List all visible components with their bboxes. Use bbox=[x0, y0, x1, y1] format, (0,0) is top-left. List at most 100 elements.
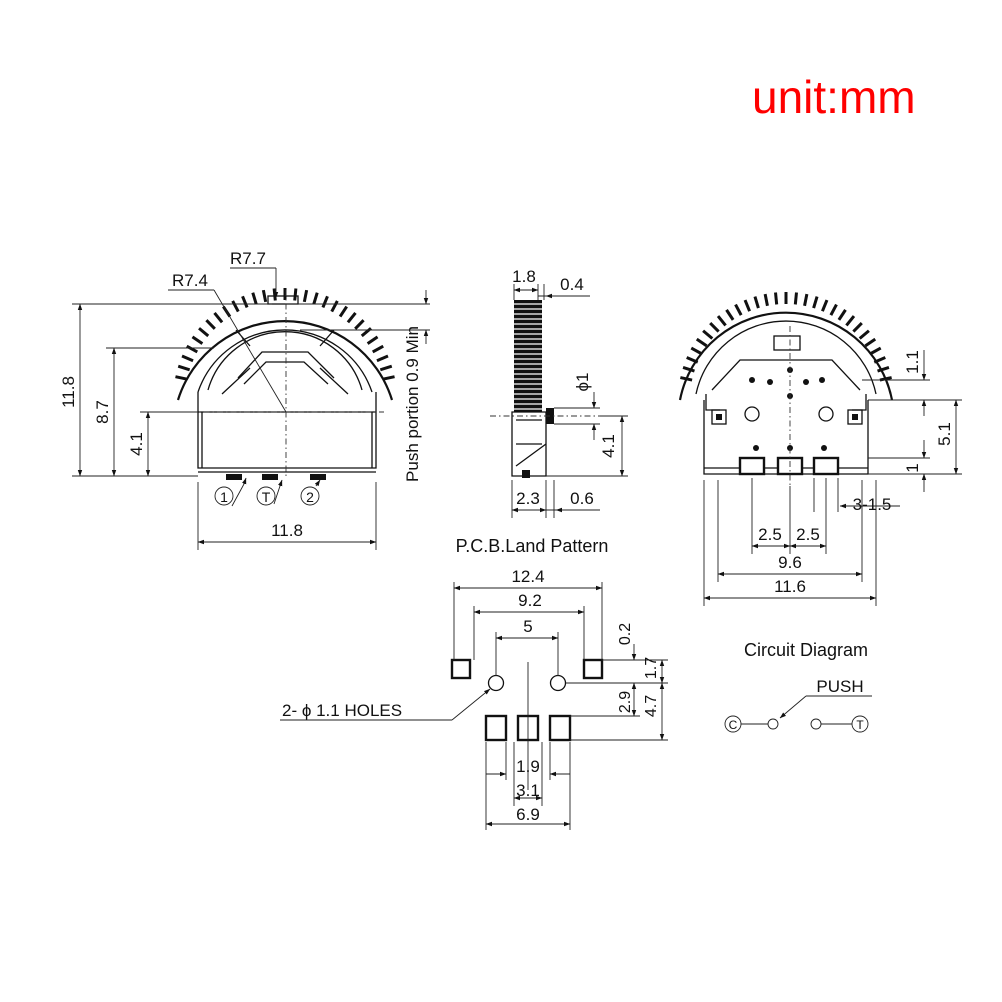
knob-tooth bbox=[382, 375, 395, 381]
circuit-title: Circuit Diagram bbox=[744, 640, 868, 660]
knob-tooth bbox=[186, 344, 199, 354]
knob-tooth bbox=[709, 322, 720, 333]
side-bottom-offset-label: 0.6 bbox=[570, 489, 594, 508]
knob-tooth bbox=[321, 295, 329, 309]
knob-tooth bbox=[821, 299, 829, 312]
knob-tooth bbox=[272, 288, 277, 301]
front-view: R7.7 R7.4 11.8 8.7 4.1 Push portion 0.9 … bbox=[59, 249, 430, 550]
knob-tooth bbox=[191, 335, 204, 345]
back-dots bbox=[749, 367, 827, 451]
knob-tooth bbox=[330, 300, 339, 313]
back-width-inner-label: 9.6 bbox=[778, 553, 802, 572]
terminal-t: T bbox=[851, 715, 869, 733]
pcb-b2-label: 3.1 bbox=[516, 781, 540, 800]
knob-tooth bbox=[177, 364, 191, 372]
knob-tooth bbox=[725, 309, 735, 321]
pcb-h-top-label: 0.2 bbox=[617, 623, 634, 645]
knob-tooth bbox=[354, 319, 365, 330]
knob-tooth bbox=[346, 312, 357, 324]
pcb-b3-label: 6.9 bbox=[516, 805, 540, 824]
back-dim-a-label: 1.1 bbox=[903, 350, 922, 374]
terminal-c: C bbox=[724, 715, 742, 733]
width-label: 11.8 bbox=[271, 521, 303, 540]
knob-tooth bbox=[251, 292, 258, 305]
side-teeth bbox=[514, 303, 542, 410]
back-view: 1.1 5.1 1 3-1.5 2.5 2.5 9.6 11.6 bbox=[678, 292, 962, 606]
knob-tooth bbox=[845, 315, 856, 327]
knob-tooth bbox=[302, 289, 309, 303]
knob-tooth bbox=[873, 356, 886, 364]
knob-tooth bbox=[181, 354, 194, 363]
knob-tooth bbox=[695, 337, 708, 348]
knob-tooth bbox=[261, 289, 268, 303]
knob-tooth bbox=[716, 315, 727, 327]
side-top-offset-label: 0.4 bbox=[560, 275, 584, 294]
knob-tooth bbox=[690, 346, 703, 356]
pcb-title: P.C.B.Land Pattern bbox=[456, 536, 609, 556]
height-low-label: 4.1 bbox=[127, 432, 146, 456]
unit-label: unit:mm bbox=[752, 71, 916, 123]
knob-tooth bbox=[366, 335, 379, 345]
knob-tooth bbox=[763, 293, 769, 307]
knob-tooth bbox=[213, 312, 224, 324]
pin-label-t: T bbox=[256, 486, 276, 506]
knob-tooth bbox=[774, 292, 779, 305]
knob-tooth bbox=[293, 288, 298, 301]
back-width-outer-label: 11.6 bbox=[774, 577, 806, 596]
svg-text:T: T bbox=[262, 489, 271, 505]
pcb-w-inner-label: 5 bbox=[523, 617, 532, 636]
pcb-holes-note: 2- ϕ 1.1 HOLES bbox=[282, 701, 402, 720]
height-total-label: 11.8 bbox=[59, 376, 78, 408]
radius-outer-label: R7.7 bbox=[230, 249, 266, 268]
knob-tooth bbox=[198, 327, 210, 338]
knob-tooth bbox=[864, 337, 877, 348]
back-dim-c-label: 1 bbox=[903, 463, 922, 472]
knob-tooth bbox=[812, 296, 819, 309]
pcb-h-c-label: 4.7 bbox=[643, 695, 660, 717]
knob-tooth bbox=[743, 299, 751, 312]
pcb-land-pattern: P.C.B.Land Pattern 12.4 9.2 5 0.2 2.9 bbox=[280, 536, 668, 830]
knob-tooth bbox=[680, 376, 693, 382]
side-view: 1.8 0.4 ϕ1 4.1 2.3 0.6 bbox=[490, 267, 628, 518]
pin-label-2: 2 bbox=[300, 486, 320, 506]
push-portion-label: Push portion 0.9 Min bbox=[403, 326, 422, 482]
knob-tooth bbox=[852, 322, 863, 333]
knob-tooth bbox=[360, 327, 372, 338]
side-height-label: 4.1 bbox=[599, 434, 618, 458]
knob-tooth bbox=[869, 346, 882, 356]
pcb-h-a-label: 1.7 bbox=[643, 657, 660, 679]
pcb-b1-label: 1.9 bbox=[516, 757, 540, 776]
back-dim-b-label: 5.1 bbox=[935, 422, 954, 446]
back-dim-d-label: 3-1.5 bbox=[853, 495, 892, 514]
height-mid-label: 8.7 bbox=[93, 400, 112, 424]
side-diameter-label: ϕ1 bbox=[573, 373, 592, 392]
knob-tooth bbox=[793, 292, 798, 305]
knob-tooth bbox=[837, 309, 847, 321]
back-pitch-right-label: 2.5 bbox=[796, 525, 820, 544]
knob-tooth bbox=[205, 319, 216, 330]
knob-tooth bbox=[702, 329, 714, 340]
knob-tooth bbox=[338, 305, 348, 318]
knob-tooth bbox=[829, 303, 838, 316]
svg-text:C: C bbox=[729, 718, 738, 732]
knob-tooth bbox=[877, 365, 890, 373]
svg-text:1: 1 bbox=[220, 489, 228, 505]
side-top-width-label: 1.8 bbox=[512, 267, 536, 286]
knob-tooth bbox=[376, 354, 389, 363]
knob-tooth bbox=[803, 293, 809, 307]
pcb-w-mid-label: 9.2 bbox=[518, 591, 542, 610]
radius-inner-label: R7.4 bbox=[172, 271, 208, 290]
knob-tooth bbox=[734, 303, 743, 316]
svg-text:T: T bbox=[856, 718, 864, 732]
side-bottom-width-label: 2.3 bbox=[516, 489, 540, 508]
knob-tooth bbox=[231, 300, 240, 313]
pcb-w-outer-label: 12.4 bbox=[511, 567, 544, 586]
knob-tooth bbox=[753, 296, 760, 309]
knob-tooth bbox=[175, 375, 188, 381]
knob-tooth bbox=[686, 356, 699, 364]
knob-tooth bbox=[858, 329, 870, 340]
knob-tooth bbox=[379, 364, 393, 372]
knob-tooth bbox=[371, 344, 384, 354]
knob-tooth bbox=[241, 295, 249, 309]
